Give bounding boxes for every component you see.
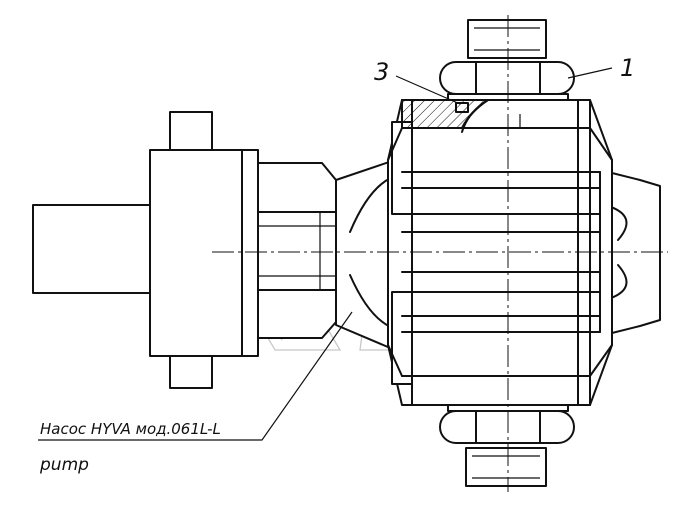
- coupling-boss-top: [257, 162, 337, 213]
- caption-line-1: Насос HYVA мод.061L-L: [40, 420, 221, 438]
- caption-line-2: pump: [39, 455, 89, 475]
- flange-hub: [149, 149, 259, 357]
- callout-3-label: 3: [374, 58, 389, 86]
- top-fitting-cap: [467, 19, 547, 59]
- leader-pump: [38, 311, 353, 441]
- leader-item-3: [395, 75, 461, 105]
- body-left-boss-bottom: [391, 291, 413, 385]
- callout-1-label: 1: [620, 54, 635, 82]
- seal-ring: [455, 102, 469, 113]
- coupling-boss-bottom: [257, 289, 337, 339]
- bottom-nut: [439, 410, 575, 444]
- bottom-fitting-cap: [465, 447, 547, 487]
- shaft-end: [32, 204, 152, 294]
- top-nut: [439, 61, 575, 95]
- body-left-boss-top: [391, 121, 413, 215]
- leader-item-1: [567, 67, 613, 79]
